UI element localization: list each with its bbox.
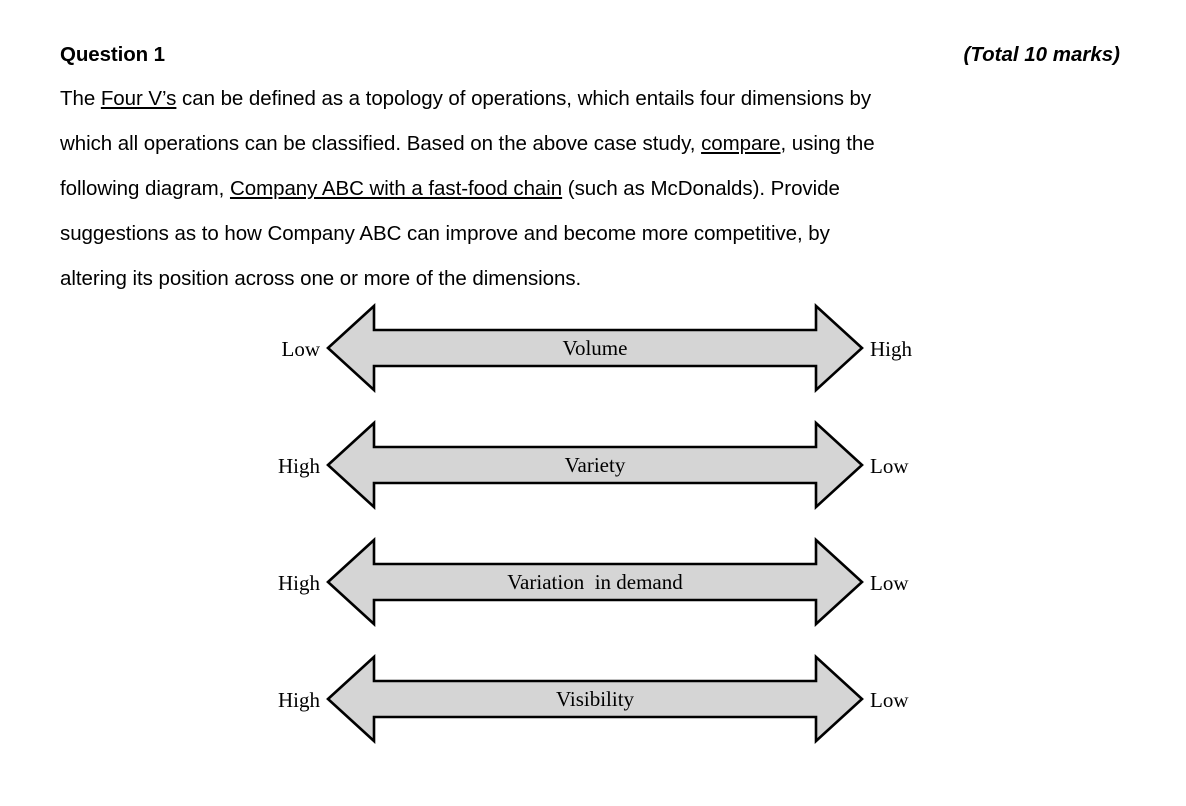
variation-right-label: Low — [870, 571, 909, 595]
dimension-row-visibility: High Visibility Low — [0, 647, 1186, 767]
double-arrow-shape — [326, 537, 864, 627]
double-arrow-shape — [326, 654, 864, 744]
double-arrow-shape — [326, 420, 864, 510]
volume-left-label: Low — [281, 337, 321, 361]
question-line-2: which all operations can be classified. … — [60, 121, 1120, 166]
four-vs-underlined: Four V’s — [100, 87, 177, 110]
variety-arrow: Variety — [326, 420, 864, 510]
question-header: Question 1 (Total 10 marks) — [60, 43, 1120, 67]
compare-underlined: compare — [701, 132, 781, 155]
line2-part-b: , using the — [780, 132, 875, 155]
company-abc-underlined: Company ABC with a fast-food chain — [229, 177, 563, 200]
question-text: The Four V’s can be defined as a topolog… — [60, 76, 1120, 301]
dimension-row-variation: High Variation in demand Low — [0, 530, 1186, 647]
question-line-3: following diagram, Company ABC with a fa… — [60, 166, 1120, 211]
question-line-1: The Four V’s can be defined as a topolog… — [60, 76, 1120, 121]
visibility-arrow: Visibility — [326, 654, 864, 744]
dimension-row-volume: Low Volume High — [0, 296, 1186, 413]
visibility-left-label: High — [278, 688, 320, 712]
double-arrow-shape — [326, 303, 864, 393]
question-line-4: suggestions as to how Company ABC can im… — [60, 222, 830, 245]
volume-right-label: High — [870, 337, 912, 361]
variety-left-label: High — [278, 454, 320, 478]
question-line-5: altering its position across one or more… — [60, 267, 582, 290]
line1-part-a: The — [60, 87, 101, 110]
variation-arrow: Variation in demand — [326, 537, 864, 627]
line2-part-a: which all operations can be classified. … — [60, 132, 702, 155]
four-vs-diagram: Low Volume High High Variety Low High Va… — [0, 296, 1186, 767]
page-title: Question 1 — [60, 43, 165, 66]
variety-right-label: Low — [870, 454, 909, 478]
dimension-row-variety: High Variety Low — [0, 413, 1186, 530]
variation-left-label: High — [278, 571, 320, 595]
question-line-1-text: The Four V’s can be defined as a topolog… — [60, 76, 871, 121]
volume-arrow: Volume — [326, 303, 864, 393]
total-marks: (Total 10 marks) — [963, 43, 1120, 66]
line1-part-b: can be defined as a topology of operatio… — [176, 87, 872, 110]
line3-part-b: (such as McDonalds). Provide — [562, 177, 840, 200]
line3-part-a: following diagram, — [60, 177, 230, 200]
visibility-right-label: Low — [870, 688, 909, 712]
